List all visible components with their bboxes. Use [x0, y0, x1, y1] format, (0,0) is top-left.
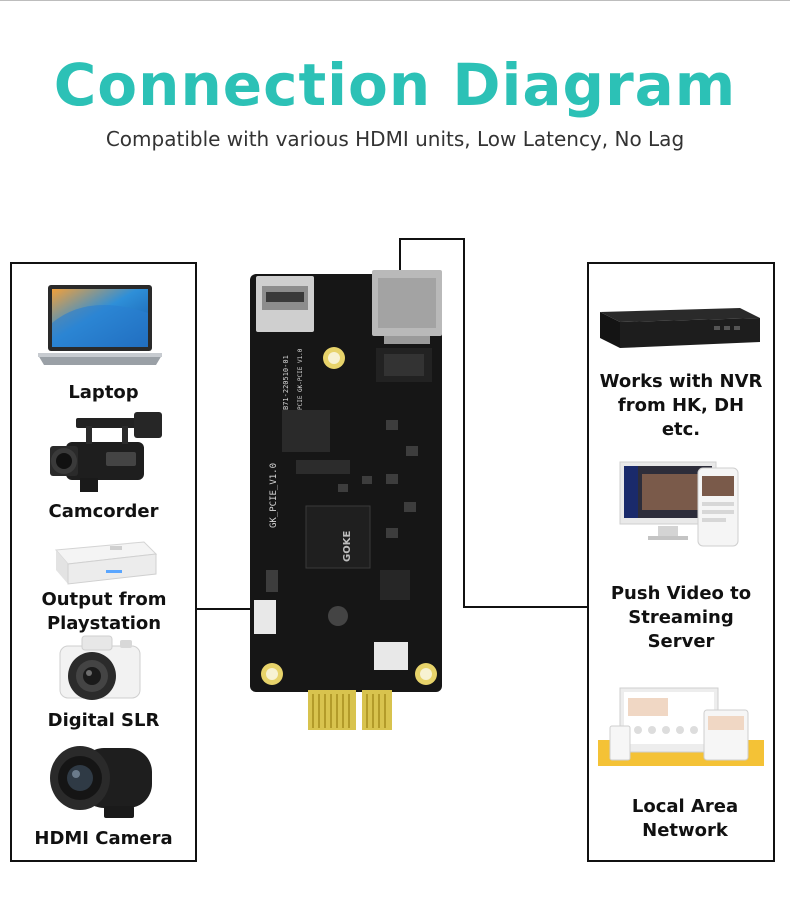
- nvr-icon: [600, 308, 760, 348]
- svg-text:B71-220510-01: B71-220510-01: [282, 355, 290, 410]
- dslr-camera-icon: [59, 635, 141, 700]
- hdmi-camera-icon: [50, 746, 152, 818]
- streaming-devices-icon: [619, 461, 739, 547]
- power-connector: [374, 642, 408, 670]
- board-silkscreen: GK_PCIE_V1.0 B71-220510-01 PCIE GK-PCIE …: [269, 348, 353, 562]
- svg-text:GOKE: GOKE: [342, 531, 353, 562]
- input-label-laptop: Laptop: [68, 382, 139, 403]
- capture-board: GK_PCIE_V1.0 B71-220510-01 PCIE GK-PCIE …: [250, 270, 442, 730]
- camcorder-icon: [50, 412, 162, 492]
- wire-top-horizontal: [399, 238, 465, 240]
- pcie-edge-connector: [308, 690, 392, 730]
- output-label-streaming: Push Video to Streaming Server: [610, 583, 752, 652]
- input-label-playstation: Output from Playstation: [41, 589, 167, 634]
- svg-text:PCIE GK-PCIE V1.0: PCIE GK-PCIE V1.0: [297, 348, 304, 410]
- audio-connector: [254, 600, 276, 634]
- soc-chip: [305, 505, 371, 569]
- input-label-dslr: Digital SLR: [47, 710, 160, 731]
- memory-chip: [282, 410, 330, 452]
- wire-right: [463, 606, 587, 608]
- mounting-holes: [261, 347, 437, 685]
- page-title: Connection Diagram: [53, 51, 737, 119]
- outputs-panel: [587, 262, 775, 862]
- wire-top-vertical-2: [463, 238, 465, 608]
- hdmi-port: [256, 276, 314, 332]
- top-divider: [0, 0, 790, 1]
- input-label-hdmi-camera: HDMI Camera: [34, 828, 173, 849]
- input-label-camcorder: Camcorder: [48, 501, 159, 522]
- svg-text:GK_PCIE_V1.0: GK_PCIE_V1.0: [269, 463, 279, 528]
- output-label-nvr: Works with NVR from HK, DH etc.: [599, 371, 763, 440]
- lan-devices-icon: [598, 687, 764, 766]
- page-subtitle: Compatible with various HDMI units, Low …: [105, 127, 685, 151]
- output-label-lan: Local Area Network: [631, 796, 739, 841]
- wire-top-vertical-1: [399, 238, 401, 272]
- laptop-icon: [38, 285, 162, 365]
- ethernet-port: [372, 270, 442, 344]
- playstation-icon: [54, 541, 158, 585]
- wire-left: [193, 608, 253, 610]
